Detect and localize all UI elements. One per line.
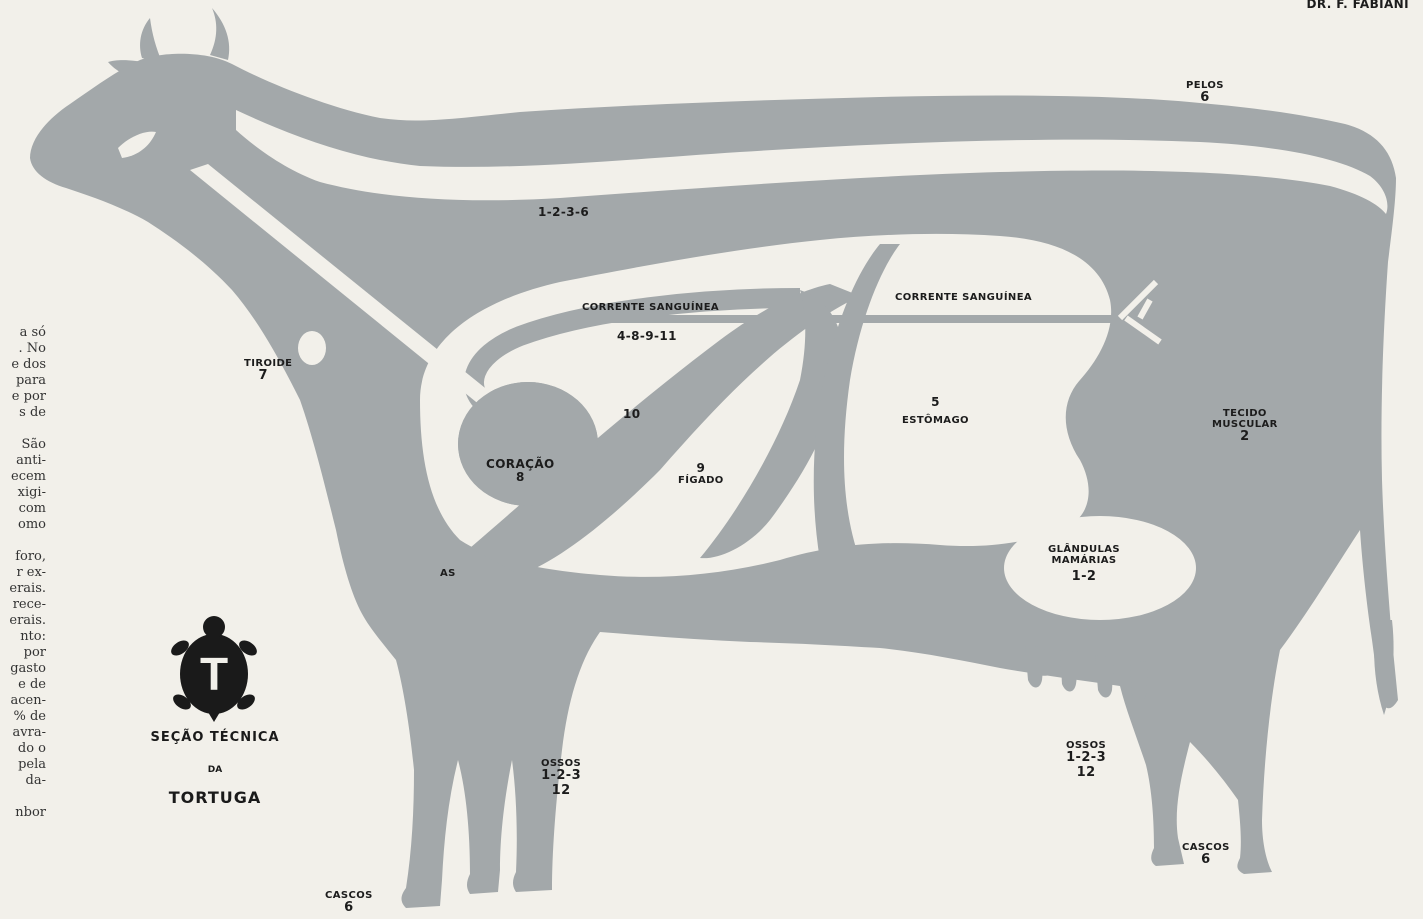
label-partial: AS [440, 568, 456, 579]
side-text-line: % de [0, 709, 46, 725]
label-ossos-front: OSSOS 1-2-3 12 [541, 758, 581, 798]
label-ossos-back: OSSOS 1-2-3 12 [1066, 740, 1106, 780]
label-glandulas-mamarias: GLÂNDULAS MAMÁRIAS 1-2 [1048, 544, 1120, 585]
side-text-line: rece- [0, 597, 46, 613]
side-text-line: por [0, 645, 46, 661]
logo-letter: T [200, 648, 228, 700]
label-blood-stream-1: CORRENTE SANGUÍNEA [582, 302, 719, 313]
right-horn [210, 8, 229, 60]
side-text-line: da- [0, 773, 46, 789]
side-text-line [0, 421, 46, 437]
side-text-line: pela [0, 757, 46, 773]
side-text-line: foro, [0, 549, 46, 565]
teat [1025, 645, 1045, 688]
teat [1095, 655, 1114, 698]
thyroid-spot [298, 331, 326, 365]
side-text-line: s de [0, 405, 46, 421]
side-text-line: para [0, 373, 46, 389]
side-text-line [0, 789, 46, 805]
label-pelos: PELOS 6 [1186, 80, 1224, 106]
label-spine: 1-2-3-6 [538, 206, 589, 219]
side-text-line: e por [0, 389, 46, 405]
label-10: 10 [623, 408, 641, 421]
side-text-line: do o [0, 741, 46, 757]
side-text-line: . No [0, 341, 46, 357]
side-text-line: erais. [0, 581, 46, 597]
side-text-line: e dos [0, 357, 46, 373]
side-text-line: ecem [0, 469, 46, 485]
side-text-line: r ex- [0, 565, 46, 581]
side-text-line: omo [0, 517, 46, 533]
side-text-line: a só [0, 325, 46, 341]
side-text-line: São [0, 437, 46, 453]
side-text-line: com [0, 501, 46, 517]
side-text-line: anti- [0, 453, 46, 469]
side-text-line: acen- [0, 693, 46, 709]
label-blood-stream-2: CORRENTE SANGUÍNEA [895, 292, 1032, 303]
logo-caption-line2: DA [140, 765, 290, 775]
side-text-line: gasto [0, 661, 46, 677]
side-text-line: xigi- [0, 485, 46, 501]
logo-caption-line3: TORTUGA [140, 788, 290, 807]
side-text-line: avra- [0, 725, 46, 741]
side-text-line: nbor [0, 805, 46, 821]
side-text-line: erais. [0, 613, 46, 629]
author-credit: DR. F. FABIANI [1307, 0, 1409, 11]
label-blood-stream-1-num: 4-8-9-11 [617, 330, 677, 343]
heart-shape [458, 382, 598, 506]
turtle-tail-icon [208, 712, 220, 722]
blood-vessel [600, 315, 1160, 323]
logo-caption-line1: SEÇÃO TÉCNICA [140, 730, 290, 745]
teat [1060, 650, 1080, 692]
side-text-line: e de [0, 677, 46, 693]
teat [1130, 660, 1148, 702]
label-coracao: CORAÇÃO 8 [486, 458, 555, 485]
side-text-line [0, 533, 46, 549]
label-cascos-back: CASCOS 6 [1182, 842, 1230, 868]
label-estomago: 5 ESTÔMAGO [902, 396, 969, 427]
label-tecido-muscular: TECIDO MUSCULAR 2 [1212, 408, 1278, 445]
label-tiroide: TIROIDE 7 [244, 358, 292, 384]
side-text-line: nto: [0, 629, 46, 645]
turtle-head-icon [203, 616, 225, 638]
label-figado: 9 FÍGADO [678, 462, 724, 487]
label-cascos-front: CASCOS 6 [325, 890, 373, 916]
